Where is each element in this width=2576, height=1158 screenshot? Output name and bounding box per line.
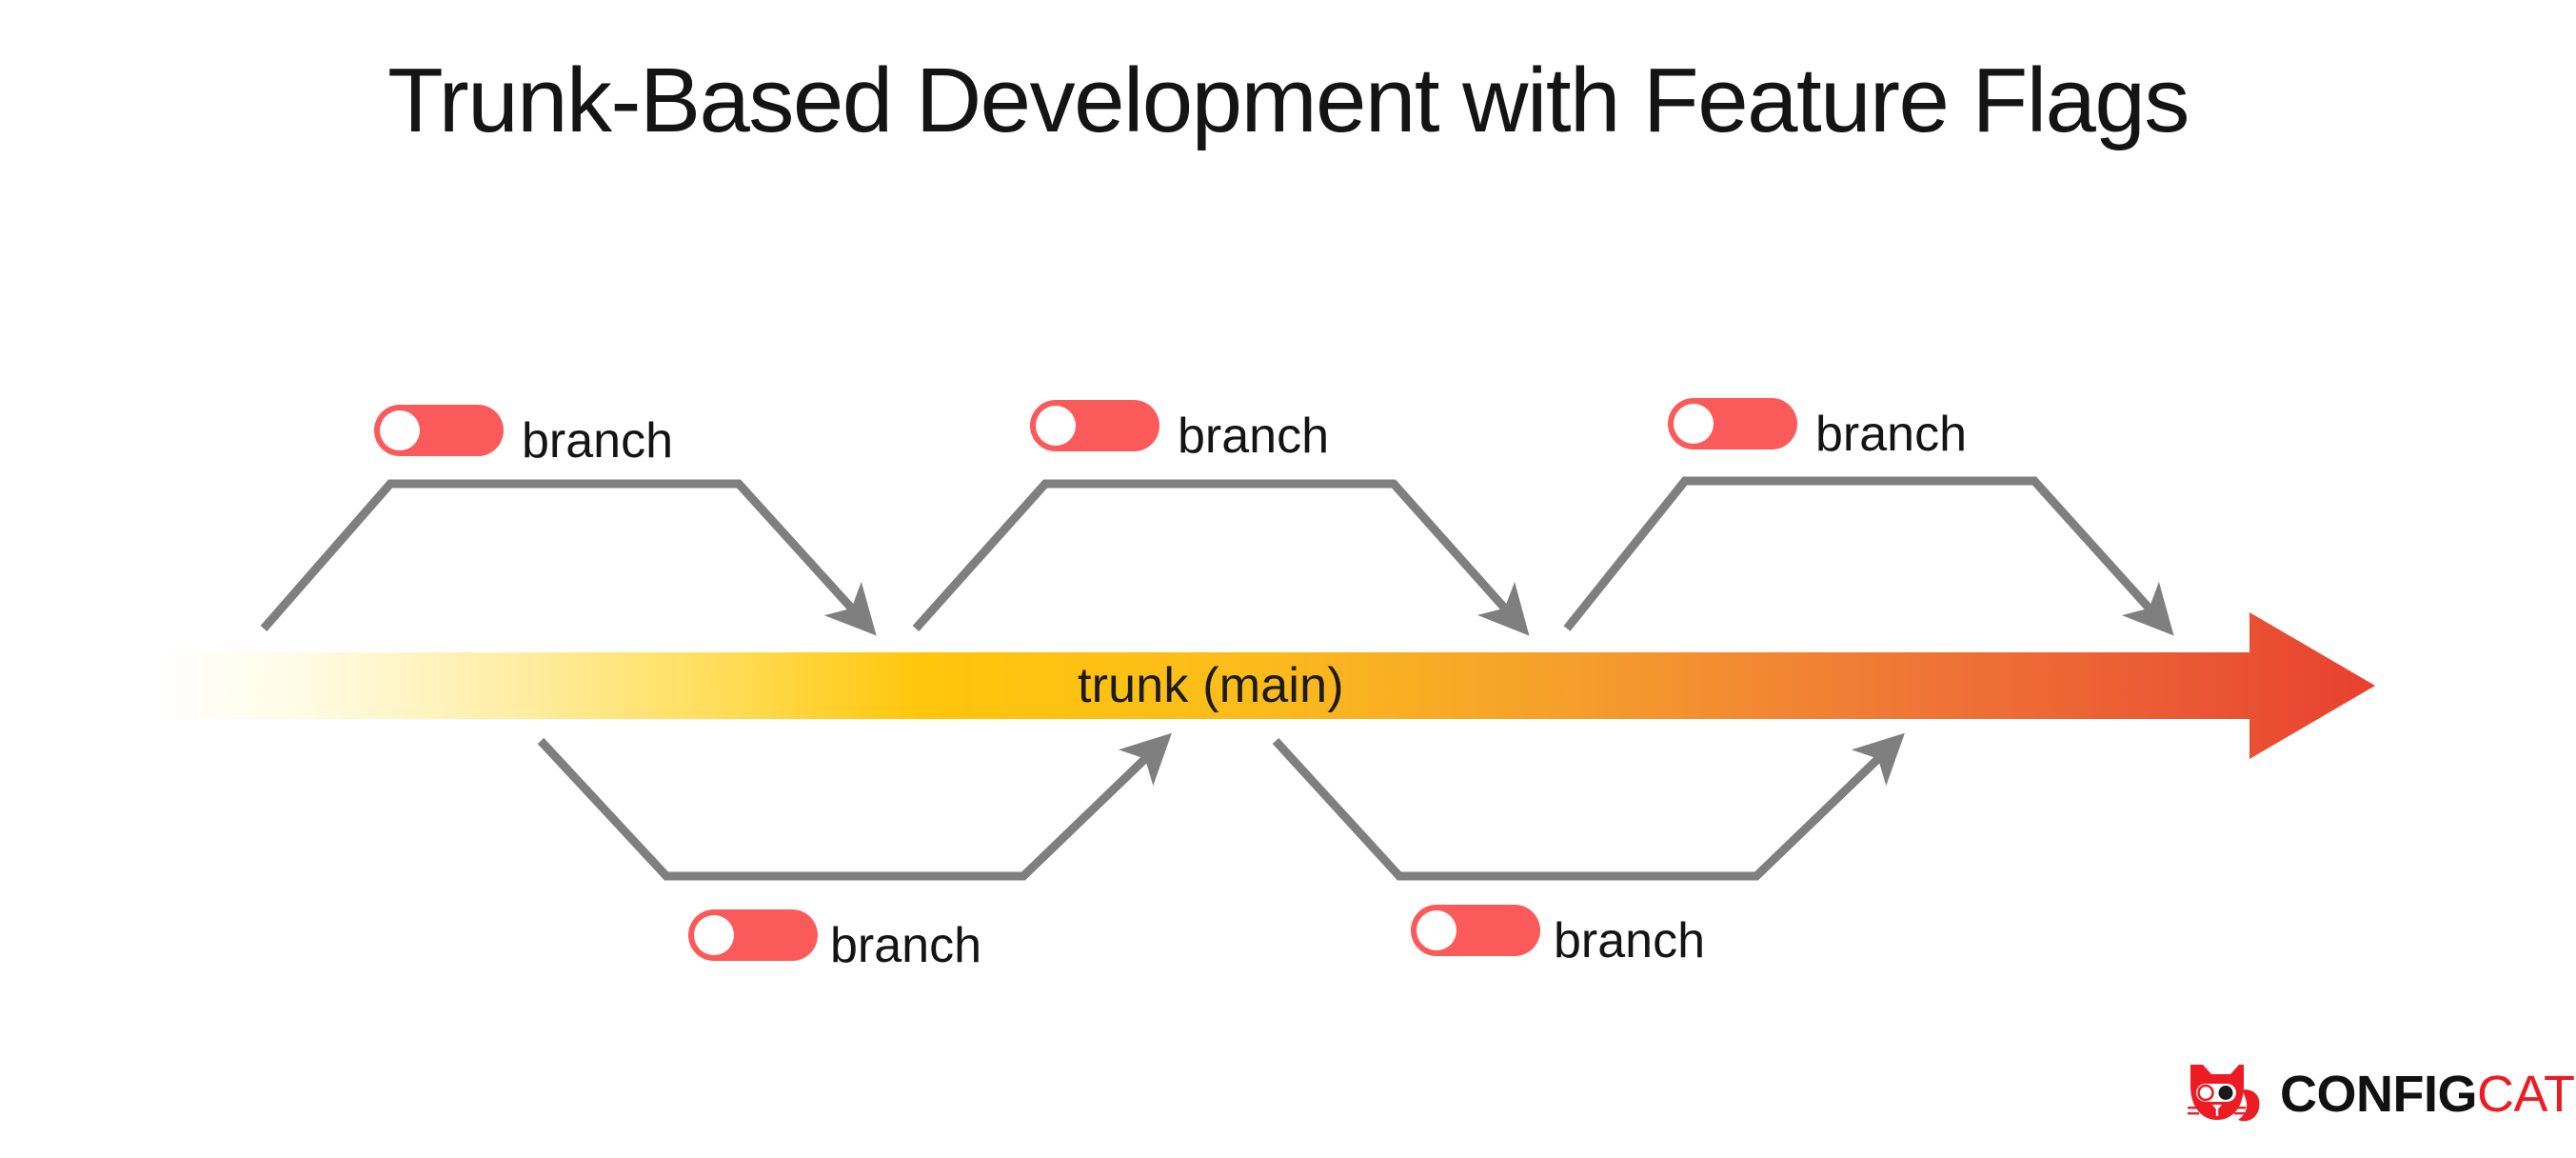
branch-above-2-toggle[interactable] bbox=[1030, 400, 1159, 451]
toggle-knob bbox=[1417, 910, 1456, 950]
branch-paths-below bbox=[537, 732, 1905, 881]
page-title: Trunk-Based Development with Feature Fla… bbox=[387, 50, 2190, 151]
logo-config-text: CONFIG bbox=[2280, 1066, 2478, 1123]
trunk-label: trunk (main) bbox=[1078, 658, 1344, 713]
branch-below-1-toggle[interactable] bbox=[688, 909, 818, 961]
configcat-cat-icon bbox=[2188, 1065, 2260, 1122]
configcat-logo: CONFIGCAT bbox=[2187, 1057, 2575, 1131]
branch-below-2-path bbox=[1272, 732, 1905, 881]
branch-below-1-path bbox=[537, 732, 1172, 881]
branch-above-1-path bbox=[260, 479, 877, 636]
trunk-arrow bbox=[154, 612, 2375, 759]
branch-above-1-label: branch bbox=[522, 413, 673, 469]
branch-paths-above bbox=[260, 476, 2174, 636]
toggle-knob bbox=[380, 410, 420, 450]
toggle-knob bbox=[1036, 406, 1076, 446]
branch-above-3-path bbox=[1563, 476, 2174, 636]
branch-above-1-toggle[interactable] bbox=[374, 405, 504, 456]
branch-below-2-toggle[interactable] bbox=[1411, 905, 1540, 956]
branch-below-1-label: branch bbox=[830, 918, 981, 973]
logo-cat-text: CAT bbox=[2477, 1066, 2575, 1123]
branch-above-3-toggle[interactable] bbox=[1668, 398, 1797, 449]
toggle-knob bbox=[694, 915, 734, 955]
configcat-wordmark: CONFIGCAT bbox=[2280, 1068, 2575, 1120]
branch-above-3-label: branch bbox=[1815, 407, 1967, 462]
branch-above-2-path bbox=[912, 479, 1530, 636]
branch-above-2-label: branch bbox=[1178, 409, 1329, 464]
branch-below-2-label: branch bbox=[1554, 913, 1705, 968]
toggle-knob bbox=[1674, 404, 1714, 444]
